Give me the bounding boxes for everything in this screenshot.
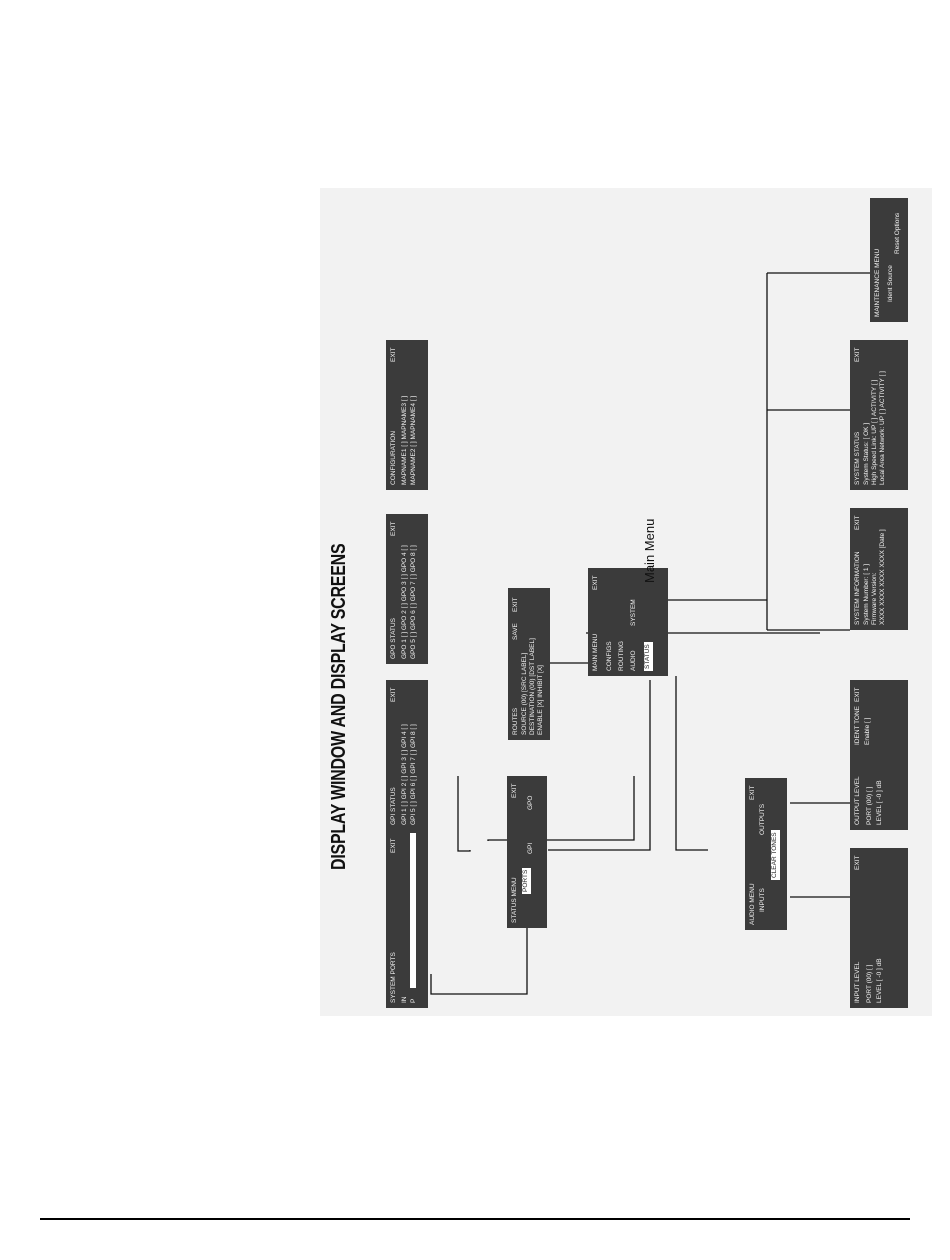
ident-tone-enable[interactable]: Enable [ ] [864, 717, 871, 745]
routing-menu-item[interactable]: ROUTING [618, 641, 625, 671]
gpo-menu-item[interactable]: GPO [527, 795, 534, 810]
row-label-in: IN [401, 996, 408, 1004]
inputs-menu-item[interactable]: INPUTS [759, 888, 766, 912]
exit-button[interactable]: EXIT [592, 575, 599, 590]
config-row-1: MAPNAME1 [ ] MAPNAME3 [ ] [401, 395, 408, 485]
system-ports-title: SYSTEM PORTS [390, 952, 397, 1003]
gpi-row-1: GPI 1 [ ] GPI 2 [ ] GPI 3 [ ] GPI 4 [ ] [401, 724, 408, 825]
exit-button[interactable]: EXIT [749, 785, 756, 800]
configuration-title: CONFIGURATION [390, 430, 397, 485]
output-port-row: PORT (00) [ ] [866, 786, 873, 825]
exit-button[interactable]: EXIT [390, 687, 397, 702]
input-level-screen: INPUT LEVEL EXIT PORT (00) [ ] LEVEL [ -… [850, 848, 908, 1008]
routes-row-3: ENABLE [X] INHIBIT [X] [537, 665, 544, 735]
exit-button[interactable]: EXIT [854, 687, 861, 702]
maintenance-menu-title: MAINTENANCE MENU [874, 248, 881, 317]
gpi-status-title: GPI STATUS [390, 787, 397, 825]
config-row-2: MAPNAME2 [ ] MAPNAME4 [ ] [410, 395, 417, 485]
output-level-screen: OUTPUT LEVEL PORT (00) [ ] LEVEL [ -0 ] … [850, 680, 908, 830]
connector-gpi [457, 776, 471, 852]
save-button[interactable]: SAVE [512, 623, 519, 640]
exit-button[interactable]: EXIT [390, 347, 397, 362]
routes-screen: ROUTES SAVE EXIT SOURCE (00) [SRC LABEL]… [508, 588, 550, 740]
input-level-row: LEVEL [ -0 ] dB [876, 958, 883, 1003]
ident-source-item[interactable]: Ident Source [887, 265, 894, 302]
reset-options-item[interactable]: Reset Options [894, 212, 901, 254]
main-menu-title: MAIN MENU [592, 633, 599, 671]
status-menu-title: STATUS MENU [511, 877, 518, 923]
exit-button[interactable]: EXIT [854, 855, 861, 870]
connector-ports [430, 928, 528, 995]
footer-rule [40, 1218, 910, 1220]
ports-menu-item[interactable]: PORTS [522, 867, 531, 894]
system-ports-screen: SYSTEM PORTS EXIT IN P [386, 828, 428, 1008]
clear-tones-button[interactable]: CLEAR TONES [771, 830, 780, 880]
exit-button[interactable]: EXIT [854, 515, 861, 530]
outputs-menu-item[interactable]: OUTPUTS [759, 803, 766, 835]
maintenance-menu-screen: MAINTENANCE MENU Ident Source Reset Opti… [870, 198, 908, 322]
system-status-screen: SYSTEM STATUS EXIT System Status: [ OK ]… [850, 340, 908, 490]
exit-button[interactable]: EXIT [512, 597, 519, 612]
gpo-row-1: GPO 1 [ ] GPO 2 [ ] GPO 3 [ ] GPO 4 [ ] [401, 545, 408, 659]
system-status-title: SYSTEM STATUS [854, 431, 861, 485]
firmware-value-row: XXXX XXXX XXXX XXXX [Date ] [879, 529, 886, 625]
input-port-row: PORT (00) [ ] [866, 964, 873, 1003]
output-level-title: OUTPUT LEVEL [854, 776, 861, 825]
exit-button[interactable]: EXIT [390, 521, 397, 536]
row-label-p: P [410, 998, 417, 1003]
system-information-title: SYSTEM INFORMATION [854, 551, 861, 625]
main-menu-screen: MAIN MENU EXIT STATUS AUDIO ROUTING CONF… [588, 568, 668, 676]
connector-status [548, 680, 651, 851]
configs-menu-item[interactable]: CONFIGS [606, 641, 613, 671]
routes-title: ROUTES [512, 707, 519, 735]
ident-tone-label: IDENT TONE [854, 705, 861, 745]
gpo-row-2: GPO 5 [ ] GPO 6 [ ] GPO 7 [ ] GPO 8 [ ] [410, 545, 417, 659]
status-menu-item[interactable]: STATUS [644, 642, 653, 671]
exit-button[interactable]: EXIT [854, 347, 861, 362]
connector-audio [675, 676, 708, 851]
system-menu-item[interactable]: SYSTEM [630, 599, 637, 626]
gpi-menu-item[interactable]: GPI [527, 842, 534, 854]
gpi-status-screen: GPI STATUS EXIT GPI 1 [ ] GPI 2 [ ] GPI … [386, 680, 428, 830]
system-information-screen: SYSTEM INFORMATION EXIT System Number: [… [850, 508, 908, 630]
audio-menu-screen: AUDIO MENU EXIT INPUTS OUTPUTS CLEAR TON… [745, 778, 787, 930]
port-indicator-bar [410, 833, 416, 988]
input-level-title: INPUT LEVEL [854, 961, 861, 1003]
audio-menu-item[interactable]: AUDIO [630, 650, 637, 671]
exit-button[interactable]: EXIT [511, 783, 518, 798]
audio-menu-title: AUDIO MENU [749, 883, 756, 925]
exit-button[interactable]: EXIT [390, 838, 397, 853]
lan-row: Local Area Network: UP [ ] ACTIVITY [ ] [879, 371, 886, 485]
connector-gpo [487, 776, 635, 841]
configuration-screen: CONFIGURATION EXIT MAPNAME1 [ ] MAPNAME3… [386, 340, 428, 490]
status-menu-screen: STATUS MENU PORTS GPI GPO EXIT [507, 776, 547, 928]
output-level-row: LEVEL [ -0 ] dB [876, 780, 883, 825]
gpo-status-screen: GPO STATUS EXIT GPO 1 [ ] GPO 2 [ ] GPO … [386, 514, 428, 664]
main-menu-caption: Main Menu [642, 518, 657, 583]
gpo-status-title: GPO STATUS [390, 618, 397, 659]
gpi-row-2: GPI 5 [ ] GPI 6 [ ] GPI 7 [ ] GPI 8 [ ] [410, 724, 417, 825]
